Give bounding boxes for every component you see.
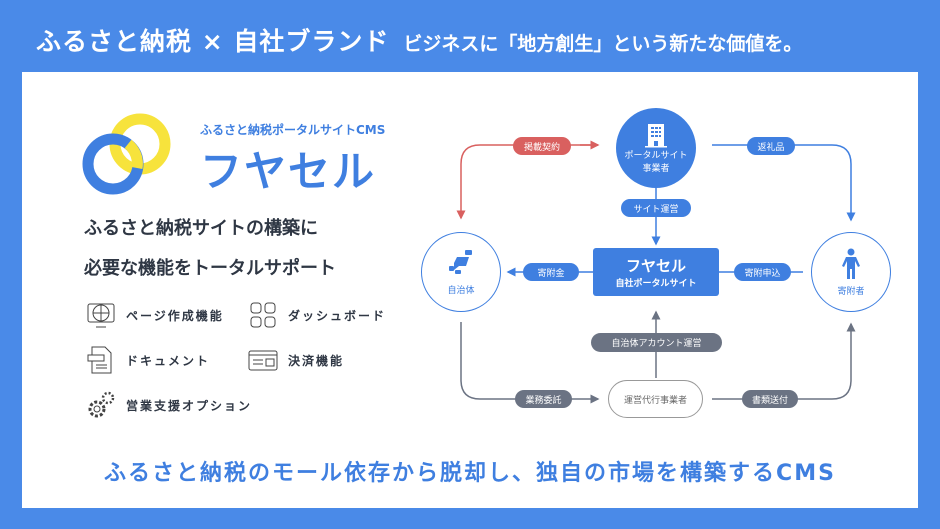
node-title: フヤセル <box>625 257 686 275</box>
gears-icon <box>88 391 115 418</box>
feature-document: ドキュメント <box>86 345 210 375</box>
feature-label: 営業支援オプション <box>126 398 253 413</box>
globe-monitor-icon <box>87 303 115 328</box>
logo-subtitle: ふるさと納税ポータルサイトCMS <box>200 123 386 137</box>
lead-line-2: 必要な機能をトータルサポート <box>84 258 336 279</box>
node-portal-operator: ポータルサイト 事業者 <box>616 108 696 188</box>
label-docs: 書類送付 <box>742 390 798 408</box>
label-gift: 返礼品 <box>747 137 795 155</box>
feature-label: ダッシュボード <box>288 308 387 323</box>
header: ふるさと納税 × 自社ブランド ビジネスに「地方創生」という新たな価値を。 <box>36 22 802 58</box>
person-icon <box>842 248 860 279</box>
label-contract: 掲載契約 <box>513 137 571 155</box>
label-site-ops: サイト運営 <box>621 199 691 217</box>
logo-rings-icon <box>82 113 171 195</box>
header-subtitle: ビジネスに「地方創生」という新たな価値を。 <box>403 33 803 55</box>
node-label: 自治体 <box>447 285 475 296</box>
tagline: ふるさと納税のモール依存から脱却し、独自の市場を構築するCMS <box>104 461 836 486</box>
feature-payment: 決済機能 <box>248 345 344 375</box>
feature-sales-support: 営業支援オプション <box>86 390 252 420</box>
node-donor: 寄附者 <box>811 232 891 312</box>
feature-label: ページ作成機能 <box>126 308 224 323</box>
payment-card-icon <box>248 350 278 371</box>
label-outsource: 業務委託 <box>515 390 572 408</box>
node-fuyaseru: フヤセル 自社ポータルサイト <box>593 248 719 296</box>
feature-label: ドキュメント <box>126 353 211 368</box>
node-label: ポータルサイト <box>624 151 688 161</box>
feature-label: 決済機能 <box>288 353 345 368</box>
node-agency: 運営代行事業者 <box>608 380 703 418</box>
logo-name: フヤセル <box>200 147 377 196</box>
japan-map-icon <box>449 249 472 274</box>
label-apply: 寄附申込 <box>734 263 791 281</box>
node-municipality: 自治体 <box>421 232 501 312</box>
document-icon <box>87 346 112 374</box>
node-label: 寄附者 <box>837 286 865 297</box>
node-subtitle: 自社ポータルサイト <box>615 279 697 289</box>
label-account-ops: 自治体アカウント運営 <box>591 333 722 352</box>
label-donation: 寄附金 <box>523 263 579 281</box>
header-title: ふるさと納税 × 自社ブランド <box>36 27 390 56</box>
feature-dashboard: ダッシュボード <box>248 300 386 330</box>
feature-page-creation: ページ作成機能 <box>86 300 224 330</box>
building-icon <box>645 124 667 148</box>
lead-line-1: ふるさと納税サイトの構築に <box>84 218 318 239</box>
node-label: 事業者 <box>642 164 670 174</box>
dashboard-icon <box>250 302 276 328</box>
